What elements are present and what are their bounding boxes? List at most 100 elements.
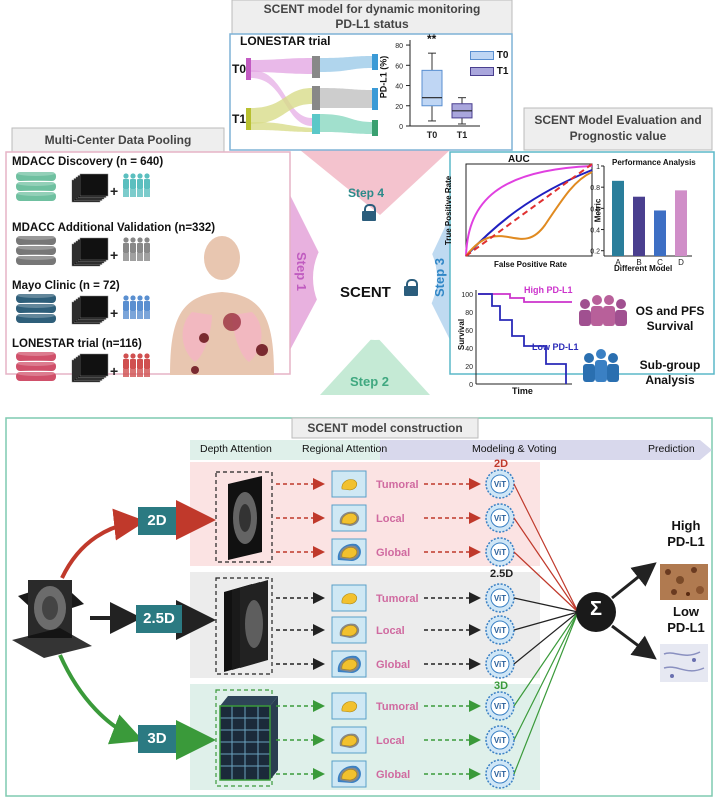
scent-lock-icon — [404, 279, 418, 296]
cohort-label-2: MDACC Additional Validation (n=332) — [12, 222, 216, 234]
cohort-label-4: LONESTAR trial (n=116) — [12, 338, 142, 350]
sum-circle — [576, 592, 616, 632]
region-icon-tumoral — [331, 692, 367, 720]
subgroup-label: Sub-group Analysis — [632, 358, 708, 388]
database-icon — [16, 234, 56, 265]
voting-lines — [513, 483, 579, 775]
perf-ytick: 0.8 — [590, 185, 600, 192]
vit-label: ViT — [494, 548, 506, 557]
roc-curve-magenta — [465, 165, 593, 257]
right-panel-title-box — [523, 107, 713, 151]
plus-sign: + — [110, 183, 118, 199]
cohort-label-3: Mayo Clinic (n = 72) — [12, 280, 120, 292]
perf-ytick: 1 — [596, 164, 600, 171]
high-pdl1-histology — [660, 564, 708, 600]
top-title-line2: PD-L1 status — [335, 17, 409, 31]
human-lung-illustration — [170, 236, 274, 375]
surv-xlabel: Time — [512, 386, 533, 396]
ct-stack-icon — [71, 173, 109, 203]
region-label-tumoral: Tumoral — [376, 593, 419, 605]
perf-bar-C — [654, 210, 666, 256]
boxplot-ylabel: PD-L1 (%) — [378, 55, 389, 99]
plus-sign: + — [110, 305, 118, 321]
vit-node: ViT — [485, 469, 515, 499]
row-25d-tag: 2.5D — [490, 568, 514, 580]
lonestar-trial-label: LONESTAR trial — [240, 34, 331, 48]
region-label-local: Local — [376, 513, 405, 525]
step1-label: Step 1 — [294, 251, 310, 292]
perf-bar-B — [633, 196, 645, 256]
right-title-line2: Prognostic value — [569, 129, 667, 143]
legend-t0-text: T0 — [496, 50, 509, 61]
perf-xlabel: Different Model — [614, 264, 673, 273]
roc-curve-red-dashed — [465, 163, 593, 257]
vit-label: ViT — [494, 514, 506, 523]
vit-node: ViT — [485, 691, 515, 721]
left-panel-title: Multi-Center Data Pooling — [44, 133, 192, 147]
step2-wedge — [320, 335, 430, 395]
perf-ytick: 0.6 — [590, 206, 600, 213]
perf-xtick: D — [678, 258, 684, 267]
high-line2: PD-L1 — [667, 534, 705, 549]
ct-volume-3d — [219, 696, 278, 781]
step4-lock-icon — [362, 204, 376, 221]
boxplot-sig-label: ** — [427, 32, 437, 46]
boxplot-ytick: 60 — [395, 63, 403, 70]
vit-label: ViT — [494, 480, 506, 489]
vit-node: ViT — [485, 537, 515, 567]
header-depth-attention: Depth Attention — [200, 443, 272, 455]
survival-curve-high — [478, 293, 572, 303]
branch-3d-box: 3D — [138, 725, 176, 753]
surv-ylabel: Survival — [457, 318, 467, 351]
region-icon-local — [331, 616, 367, 644]
region-label-global: Global — [376, 659, 410, 671]
perf-ytick: 0.4 — [590, 228, 600, 235]
subgroup-line1: Sub-group — [639, 358, 701, 372]
auc-ylabel: True Positive Rate — [444, 175, 454, 246]
right-title-line1: SCENT Model Evaluation and — [534, 113, 702, 127]
sum-symbol: Σ — [589, 598, 602, 620]
vit-label: ViT — [494, 736, 506, 745]
right-panel-title: SCENT Model Evaluation and Prognostic va… — [524, 112, 712, 144]
vit-node: ViT — [485, 759, 515, 789]
perf-title: Performance Analysis — [612, 158, 696, 167]
survival-ytick: 100 — [461, 292, 473, 299]
region-icon-local — [331, 504, 367, 532]
legend-t0-swatch — [470, 50, 494, 60]
boxplot-ytick: 0 — [399, 124, 403, 131]
region-label-local: Local — [376, 625, 405, 637]
region-label-tumoral: Tumoral — [376, 479, 419, 491]
box-T1 — [451, 97, 473, 125]
boxplot-ytick: 40 — [395, 84, 403, 91]
perf-xtick: A — [615, 258, 621, 267]
region-icon-tumoral — [331, 470, 367, 498]
cohort-row-1: + — [16, 170, 150, 203]
boxplot-xtick: T1 — [457, 130, 468, 140]
perf-ytick: 0.2 — [590, 249, 600, 256]
center-circle — [313, 216, 437, 340]
plus-sign: + — [110, 363, 118, 379]
database-icon — [16, 292, 56, 323]
survival-ytick: 40 — [465, 346, 473, 353]
step4-wedge — [300, 150, 450, 215]
ct-input-volume — [12, 580, 92, 658]
legend-t1-text: T1 — [496, 66, 509, 77]
os-pfs-people-icon — [579, 295, 627, 326]
step2-label: Step 2 — [350, 374, 390, 389]
region-icon-local — [331, 726, 367, 754]
perf-xtick: C — [657, 258, 663, 267]
vit-label: ViT — [494, 626, 506, 635]
os-pfs-label: OS and PFS Survival — [632, 304, 708, 334]
plus-sign: + — [110, 247, 118, 263]
os-pfs-line2: Survival — [646, 319, 694, 333]
boxplot-xtick: T0 — [427, 130, 438, 140]
ct-stack-icon — [71, 237, 109, 267]
header-regional-attention: Regional Attention — [302, 443, 388, 455]
auc-title: AUC — [508, 154, 530, 165]
boxplot-ytick: 20 — [395, 104, 403, 111]
os-pfs-line1: OS and PFS — [635, 304, 705, 318]
